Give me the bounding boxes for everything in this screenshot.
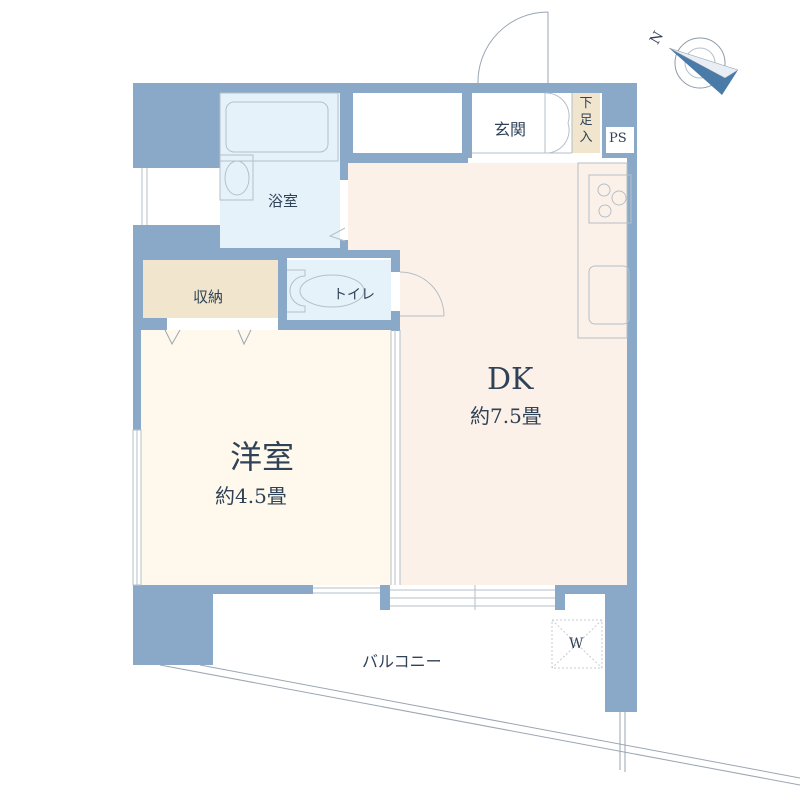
shoe-box [572, 93, 600, 153]
ps-label: PS [609, 131, 627, 146]
entrance-door-swing [477, 11, 549, 85]
storage-doors [164, 329, 252, 346]
entrance-floor [472, 93, 572, 153]
compass-icon [668, 37, 739, 95]
toilet-bowl [287, 269, 365, 313]
toilet-label: トイレ [333, 287, 375, 303]
western-room-left-window [132, 429, 142, 586]
entrance-label: 玄関 [494, 120, 527, 139]
entrance-inner-doors [472, 92, 573, 154]
balcony-label: バルコニー [362, 652, 442, 671]
toilet-door-swing [399, 271, 445, 317]
closet-floor [353, 93, 462, 153]
balcony-windows [313, 585, 555, 610]
washer-label: W [569, 636, 584, 652]
ps-box [606, 127, 634, 153]
dk-floor [348, 163, 627, 585]
kitchen-counter [577, 162, 632, 339]
western-room-label: 洋室 [230, 438, 295, 476]
western-room-floor [141, 330, 391, 585]
sliding-partition [390, 330, 401, 585]
western-room-size: 約4.5畳 [215, 484, 287, 508]
washbasin [219, 154, 254, 201]
balcony-railing [159, 664, 800, 786]
bathroom-label: 浴室 [268, 192, 299, 210]
left-window [133, 168, 220, 225]
bathtub [219, 92, 339, 162]
shoe-box-label: 下足入 [579, 96, 593, 145]
storage-floor [143, 260, 278, 318]
washer-pan [551, 619, 603, 669]
bathroom-door-mark [328, 227, 346, 242]
dk-size: 約7.5畳 [470, 404, 542, 428]
walls [133, 83, 637, 712]
storage-label: 収納 [193, 288, 224, 306]
bathroom-floor [220, 93, 340, 248]
dk-label: DK [487, 362, 534, 397]
